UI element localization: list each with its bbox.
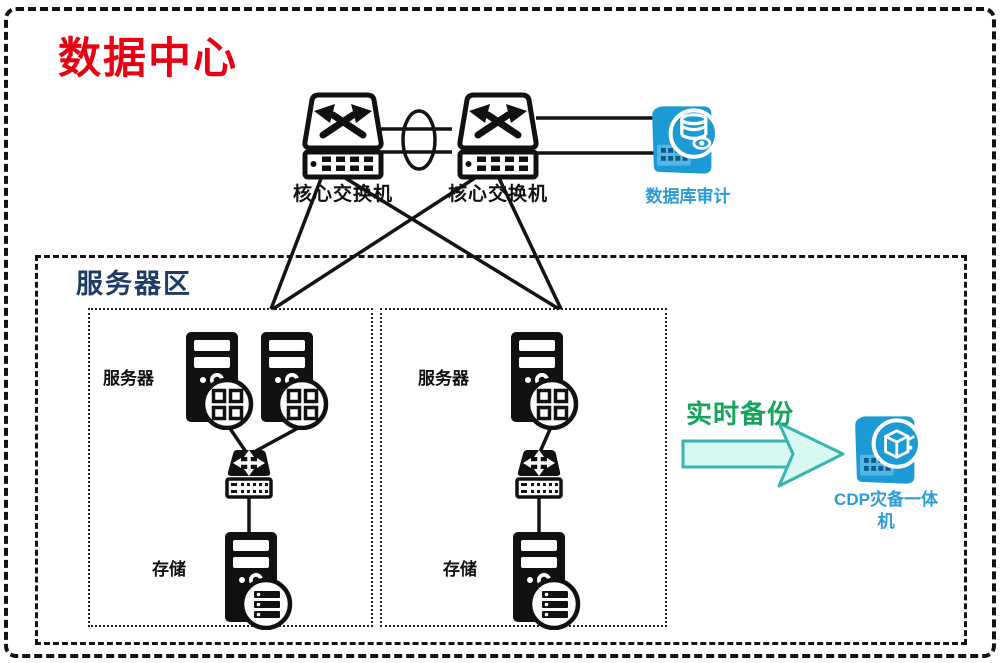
vm-grid-badge-icon xyxy=(525,377,579,430)
server-group-left-box xyxy=(88,308,373,627)
server-label-right: 服务器 xyxy=(418,369,469,388)
server-to-switch-line xyxy=(538,426,553,453)
storage-label-right: 存储 xyxy=(443,560,477,579)
storage-tower-icon xyxy=(513,532,581,630)
core-switch-icon xyxy=(457,92,539,180)
server-group-right-box xyxy=(380,308,667,627)
core-switch-icon xyxy=(302,92,384,180)
server-to-switch-line xyxy=(227,426,248,453)
storage-label-left: 存储 xyxy=(152,560,186,579)
server-zone-boundary xyxy=(35,255,967,645)
disk-array-badge-icon xyxy=(239,577,293,630)
data-center-boundary xyxy=(4,7,996,658)
backup-box-glyph xyxy=(884,429,916,459)
database-audit-icon xyxy=(652,106,719,174)
server-tower-icon xyxy=(511,332,579,430)
san-switch-icon xyxy=(515,450,563,499)
san-switch-icon xyxy=(225,450,273,499)
server-zone-title: 服务器区 xyxy=(76,269,192,299)
page-title: 数据中心 xyxy=(58,35,238,83)
cdp-appliance-icon xyxy=(855,416,922,484)
uplink-line xyxy=(269,175,324,310)
server-to-switch-line xyxy=(253,425,301,454)
vm-grid-badge-icon xyxy=(200,377,254,430)
server-tower-icon xyxy=(261,332,329,430)
vm-grid-badge-icon xyxy=(275,377,329,430)
link-aggregation-ellipse xyxy=(401,109,437,171)
server-label-left: 服务器 xyxy=(103,369,154,388)
uplink-line xyxy=(272,174,479,311)
database-audit-label: 数据库审计 xyxy=(645,187,731,206)
server-tower-icon xyxy=(186,332,254,430)
realtime-backup-label: 实时备份 xyxy=(686,399,795,429)
cdp-appliance-label: CDP灾备一体 机 xyxy=(811,489,961,533)
cdp-label-line2: 机 xyxy=(877,512,895,532)
uplink-line xyxy=(341,174,560,311)
core-switch-label: 核心交换机 xyxy=(292,184,393,205)
cdp-label-line1: CDP灾备一体 xyxy=(834,490,938,509)
storage-tower-icon xyxy=(225,532,293,630)
disk-array-badge-icon xyxy=(527,577,581,630)
uplink-line xyxy=(496,175,563,310)
backup-arrow xyxy=(681,421,845,488)
core-switch-label: 核心交换机 xyxy=(447,184,548,205)
